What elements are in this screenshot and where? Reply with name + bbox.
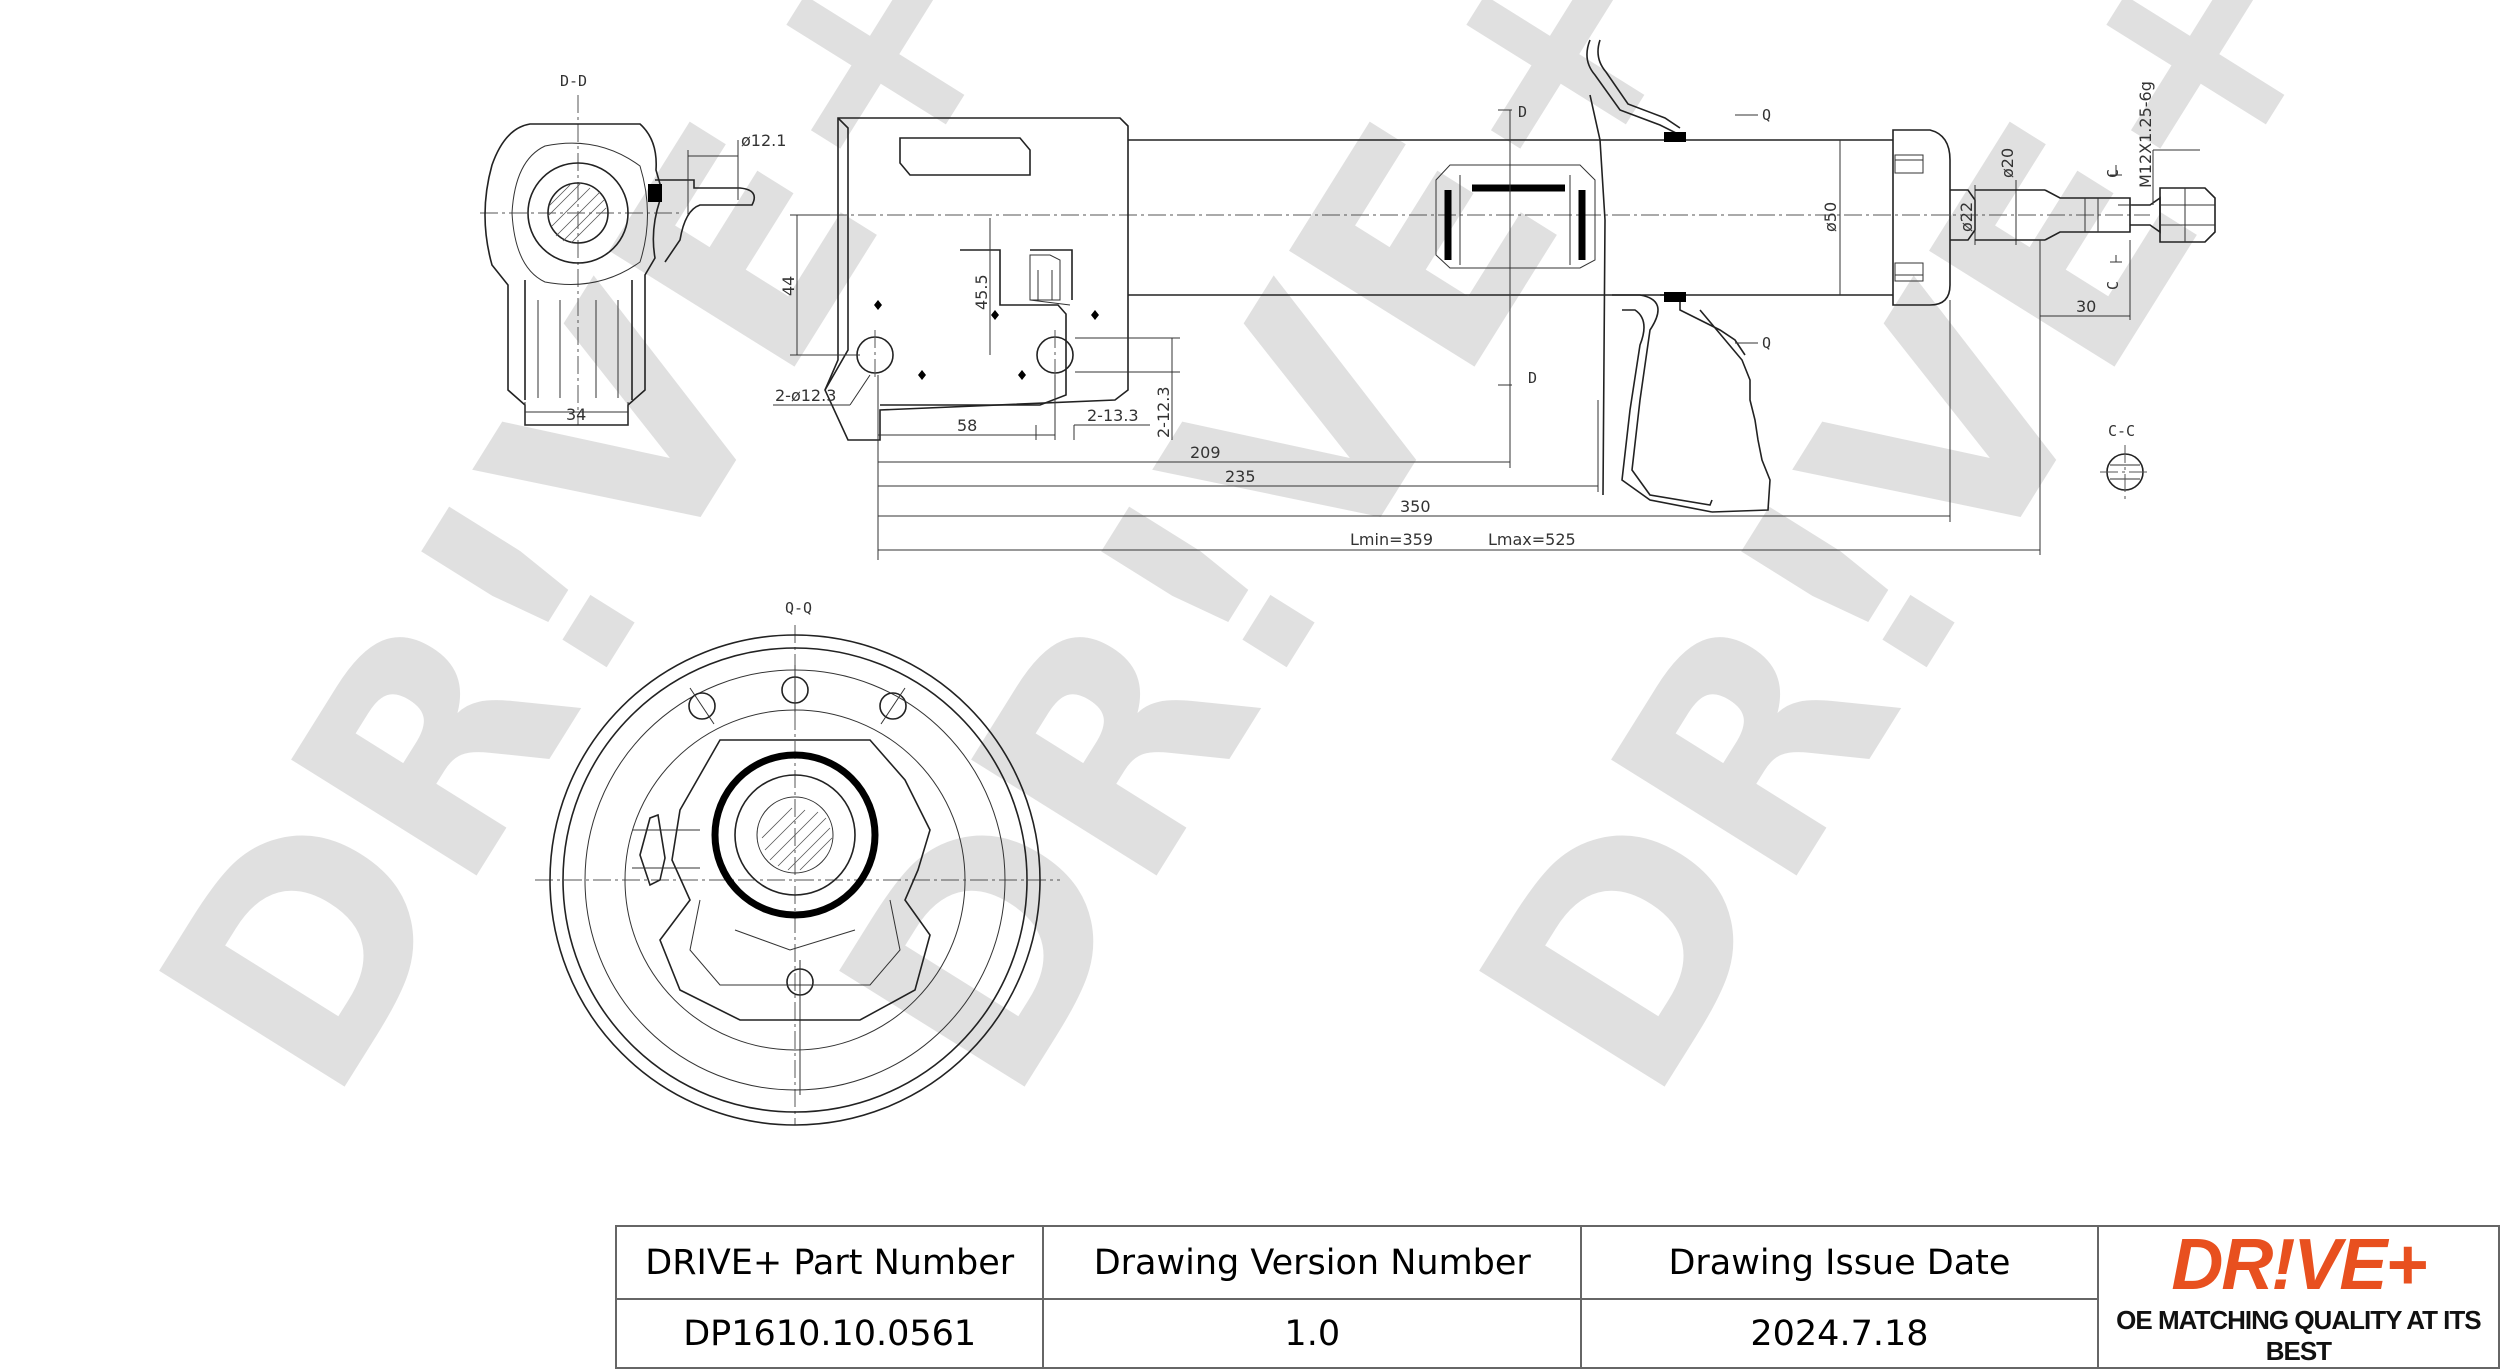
dim-2-13-3: 2-13.3 bbox=[1087, 406, 1139, 425]
dim-209: 209 bbox=[1190, 443, 1221, 462]
section-label-dd: D-D bbox=[560, 72, 587, 90]
header-part-number: DRIVE+ Part Number bbox=[614, 1224, 1045, 1301]
dim-dia-50: ø50 bbox=[1821, 202, 1840, 232]
section-mark-q-bottom: Q bbox=[1762, 334, 1771, 352]
dim-dia-12-1: ø12.1 bbox=[741, 131, 786, 150]
value-drawing-version: 1.0 bbox=[1042, 1298, 1583, 1369]
section-view-qq: Q-Q bbox=[535, 599, 1060, 1126]
dim-30: 30 bbox=[2076, 297, 2096, 316]
dim-lmin: Lmin=359 bbox=[1350, 530, 1433, 549]
dim-2-12-3: 2-12.3 bbox=[1154, 386, 1173, 438]
section-label-cc: C-C bbox=[2108, 422, 2135, 440]
dim-235: 235 bbox=[1225, 467, 1256, 486]
logo-tagline: OE MATCHING QUALITY AT ITS BEST bbox=[2116, 1305, 2481, 1366]
section-mark-c-bottom: C bbox=[2104, 281, 2122, 290]
dim-45-5: 45.5 bbox=[972, 274, 991, 310]
section-mark-d-top: D bbox=[1518, 103, 1527, 121]
logo-wordmark: DR!VE+ bbox=[2171, 1225, 2427, 1305]
header-drawing-version: Drawing Version Number bbox=[1042, 1224, 1583, 1301]
section-view-dd: D-D ø12.1 34 bbox=[480, 72, 786, 426]
dim-34: 34 bbox=[566, 405, 586, 424]
dim-350: 350 bbox=[1400, 497, 1431, 516]
dim-thread: M12X1.25-6g bbox=[2136, 81, 2155, 188]
watermarks: DR!VE+ DR!VE+ DR!VE+ bbox=[94, 0, 2402, 1148]
value-issue-date: 2024.7.18 bbox=[1580, 1298, 2099, 1369]
dim-2-dia-12-3: 2-ø12.3 bbox=[775, 386, 836, 405]
dim-dia-22: ø22 bbox=[1957, 202, 1976, 232]
brand-logo: DR!VE+ OE MATCHING QUALITY AT ITS BEST bbox=[2096, 1225, 2500, 1369]
dim-44: 44 bbox=[779, 276, 798, 296]
header-issue-date: Drawing Issue Date bbox=[1580, 1224, 2099, 1301]
section-mark-q-top: Q bbox=[1762, 106, 1771, 124]
dim-58: 58 bbox=[957, 416, 977, 435]
side-view: 2-ø12.3 44 45.5 2-12.3 58 2-13.3 bbox=[773, 39, 2216, 560]
dim-dia-20: ø20 bbox=[1998, 148, 2017, 178]
title-block: DRIVE+ Part Number Drawing Version Numbe… bbox=[614, 1224, 2500, 1369]
section-mark-c-top: C bbox=[2104, 169, 2122, 178]
dim-lmax: Lmax=525 bbox=[1488, 530, 1576, 549]
section-mark-d-bottom: D bbox=[1528, 369, 1537, 387]
value-part-number: DP1610.10.0561 bbox=[614, 1298, 1045, 1369]
section-label-qq: Q-Q bbox=[785, 599, 812, 617]
